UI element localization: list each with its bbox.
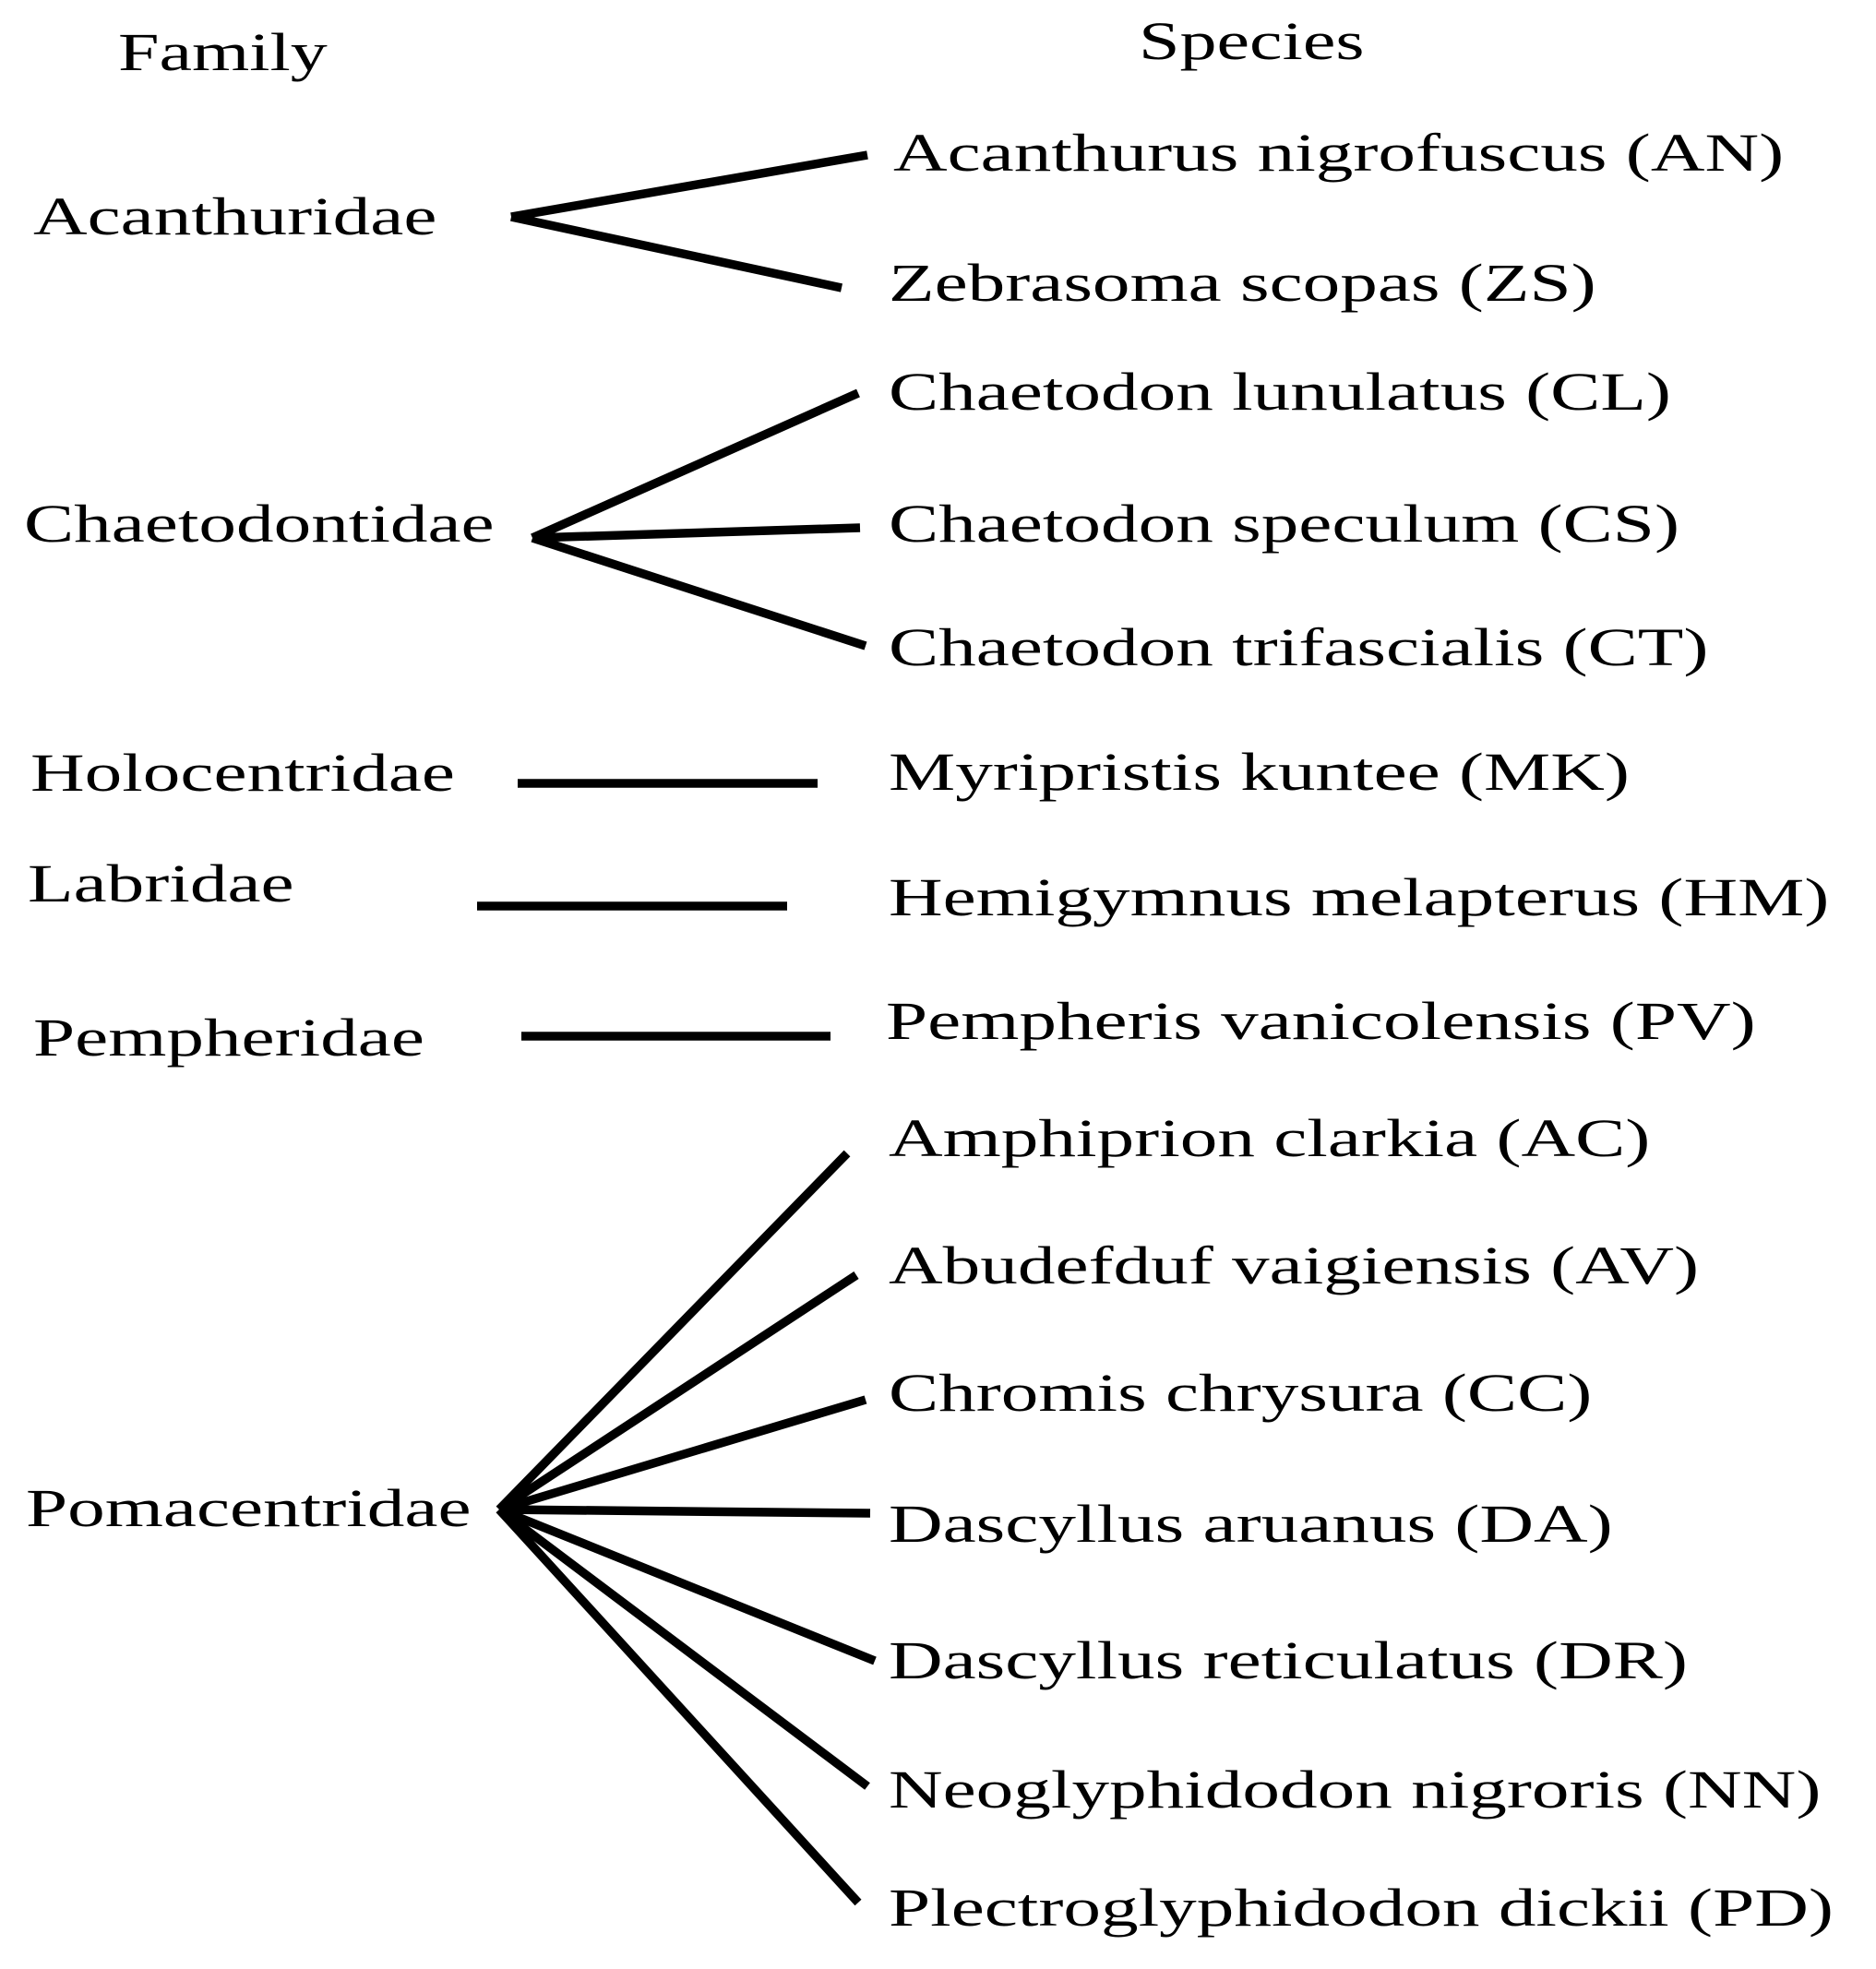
species-label-cc: Chromis chrysura (CC)	[889, 1363, 1593, 1423]
connector-pomacentridae-dr	[497, 1505, 877, 1665]
connector-pomacentridae-pd	[496, 1506, 862, 1906]
species-label-pv: Pempheris vanicolensis (PV)	[886, 991, 1756, 1051]
family-label-pempheridae: Pempheridae	[33, 1008, 424, 1068]
species-label-ac: Amphiprion clarkia (AC)	[889, 1108, 1651, 1168]
species-label-av: Abudefduf vaigiensis (AV)	[889, 1235, 1700, 1295]
species-label-mk: Myripristis kuntee (MK)	[889, 742, 1630, 802]
species-label-cl: Chaetodon lunulatus (CL)	[889, 362, 1671, 422]
column-header-species: Species	[1139, 11, 1365, 71]
species-label-da: Dascyllus aruanus (DA)	[889, 1494, 1613, 1554]
species-label-an: Acanthurus nigrofuscus (AN)	[893, 123, 1785, 183]
family-label-labridae: Labridae	[28, 853, 294, 913]
connector-pomacentridae-da	[498, 1505, 871, 1518]
connector-chaetodontidae-cs	[532, 523, 861, 543]
connector-acanthuridae-an	[510, 150, 868, 221]
family-label-acanthuridae: Acanthuridae	[33, 186, 437, 246]
species-label-ct: Chaetodon trifascialis (CT)	[889, 617, 1709, 677]
species-label-dr: Dascyllus reticulatus (DR)	[889, 1630, 1688, 1690]
connector-pomacentridae-nn	[496, 1506, 870, 1790]
species-label-hm: Hemigymnus melapterus (HM)	[889, 867, 1830, 927]
species-label-nn: Neoglyphidodon nigroris (NN)	[889, 1760, 1822, 1820]
species-label-zs: Zebrasoma scopas (ZS)	[889, 253, 1596, 313]
connector-pomacentridae-ac	[496, 1150, 851, 1513]
connector-pomacentridae-av	[496, 1271, 859, 1513]
species-label-pd: Plectroglyphidodon dickii (PD)	[889, 1878, 1834, 1938]
species-label-cs: Chaetodon speculum (CS)	[889, 494, 1680, 554]
family-label-chaetodontidae: Chaetodontidae	[24, 494, 495, 554]
connector-chaetodontidae-cl	[531, 388, 860, 543]
family-label-pomacentridae: Pomacentridae	[26, 1478, 472, 1538]
family-label-holocentridae: Holocentridae	[30, 743, 455, 803]
connector-pomacentridae-cc	[497, 1395, 867, 1514]
connector-chaetodontidae-ct	[531, 533, 867, 650]
connector-acanthuridae-zs	[510, 212, 842, 292]
column-header-family: Family	[118, 22, 328, 82]
